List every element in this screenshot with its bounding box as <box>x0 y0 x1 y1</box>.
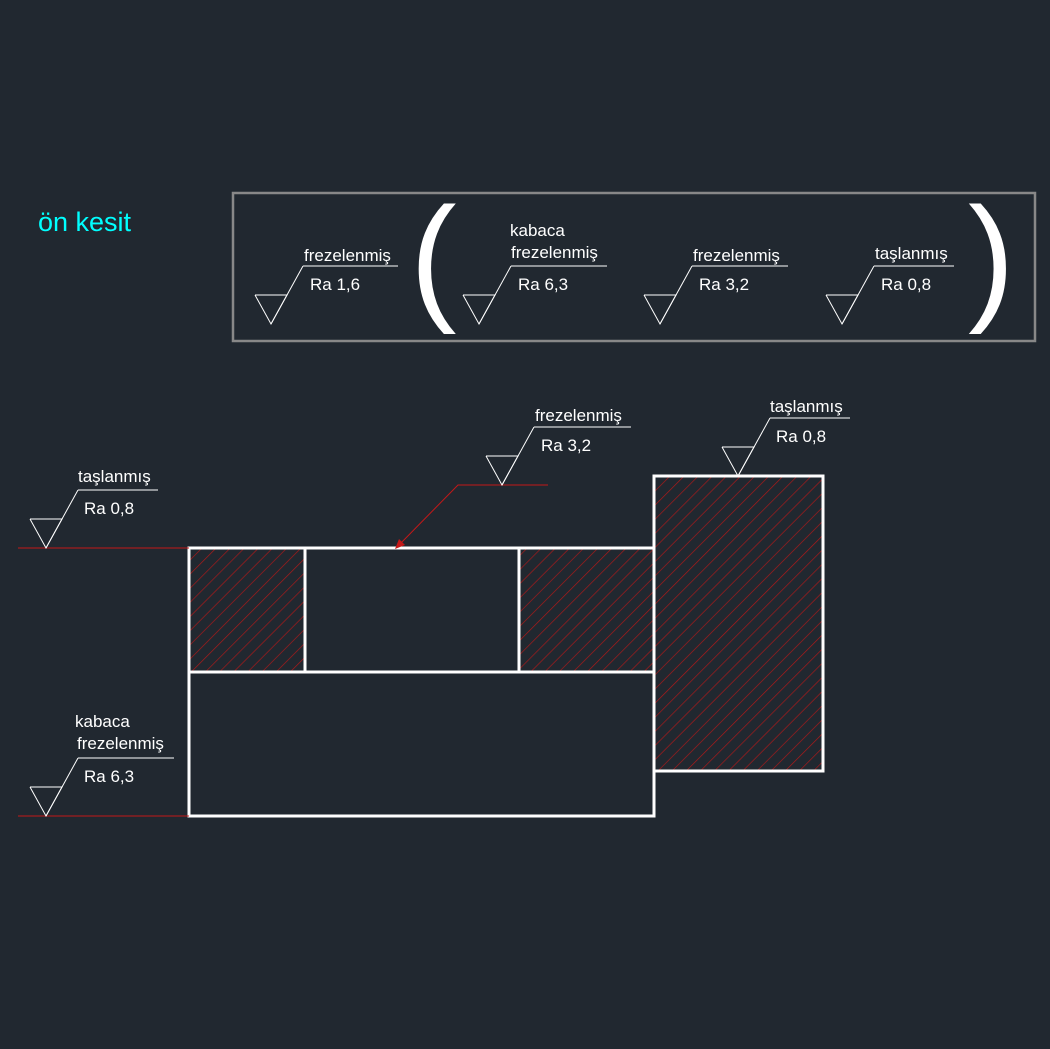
surface-finish-symbol-icon <box>254 294 288 326</box>
legend-close-paren: ) <box>968 178 1015 335</box>
view-title: ön kesit <box>38 207 132 237</box>
surface-finish-symbol-icon <box>721 446 755 478</box>
callout-process: taşlanmış <box>770 397 843 416</box>
callout-left-bottom: kabaca frezelenmiş Ra 6,3 <box>29 712 174 818</box>
hatched-area-middle <box>519 548 654 672</box>
symbol-leg <box>659 265 693 325</box>
surface-finish-symbol-icon <box>29 518 63 550</box>
legend-item-rough-milled: kabaca frezelenmiş Ra 6,3 <box>462 221 607 326</box>
surface-finish-symbol-icon <box>485 455 519 487</box>
leader-line <box>397 484 548 547</box>
callout-roughness: Ra 3,2 <box>541 436 591 455</box>
legend-general-process: frezelenmiş <box>304 246 391 265</box>
surface-finish-symbol-icon <box>825 294 859 326</box>
surface-legend: frezelenmiş Ra 1,6 ( ) kabaca frezelenmi… <box>231 178 1037 343</box>
symbol-leg <box>45 489 79 549</box>
legend-item-ground: taşlanmış Ra 0,8 <box>825 244 954 326</box>
callout-process-line1: kabaca <box>75 712 130 731</box>
legend-item-roughness: Ra 6,3 <box>518 275 568 294</box>
surface-finish-symbol-icon <box>29 786 63 818</box>
lower-block-outline <box>187 670 656 818</box>
symbol-leg <box>737 417 771 477</box>
symbol-leg <box>841 265 875 325</box>
part-section <box>18 474 825 818</box>
leader-arrowhead-icon <box>395 539 405 549</box>
legend-general-roughness: Ra 1,6 <box>310 275 360 294</box>
legend-item-milled: frezelenmiş Ra 3,2 <box>643 246 788 326</box>
legend-item-process-line1: kabaca <box>510 221 565 240</box>
callout-process: frezelenmiş <box>535 406 622 425</box>
callout-left-top: taşlanmış Ra 0,8 <box>29 467 158 550</box>
symbol-leg <box>501 426 535 486</box>
symbol-leg <box>45 757 79 817</box>
callout-process-line2: frezelenmiş <box>77 734 164 753</box>
hatched-area-left <box>189 548 305 672</box>
callout-roughness: Ra 0,8 <box>84 499 134 518</box>
legend-item-roughness: Ra 3,2 <box>699 275 749 294</box>
symbol-leg <box>270 265 304 325</box>
callout-process: taşlanmış <box>78 467 151 486</box>
legend-frame <box>231 191 1037 343</box>
callout-center-top: frezelenmiş Ra 3,2 <box>485 406 631 487</box>
legend-item-roughness: Ra 0,8 <box>881 275 931 294</box>
surface-finish-symbol-icon <box>643 294 677 326</box>
symbol-leg <box>478 265 512 325</box>
legend-open-paren: ( <box>410 178 457 335</box>
surface-finish-symbol-icon <box>462 294 496 326</box>
legend-general-symbol: frezelenmiş Ra 1,6 <box>254 246 398 326</box>
hatched-area-right <box>654 476 823 771</box>
legend-item-process: taşlanmış <box>875 244 948 263</box>
legend-item-process: frezelenmiş <box>693 246 780 265</box>
legend-item-process-line2: frezelenmiş <box>511 243 598 262</box>
callout-roughness: Ra 0,8 <box>776 427 826 446</box>
callout-roughness: Ra 6,3 <box>84 767 134 786</box>
callout-right-top: taşlanmış Ra 0,8 <box>721 397 850 478</box>
